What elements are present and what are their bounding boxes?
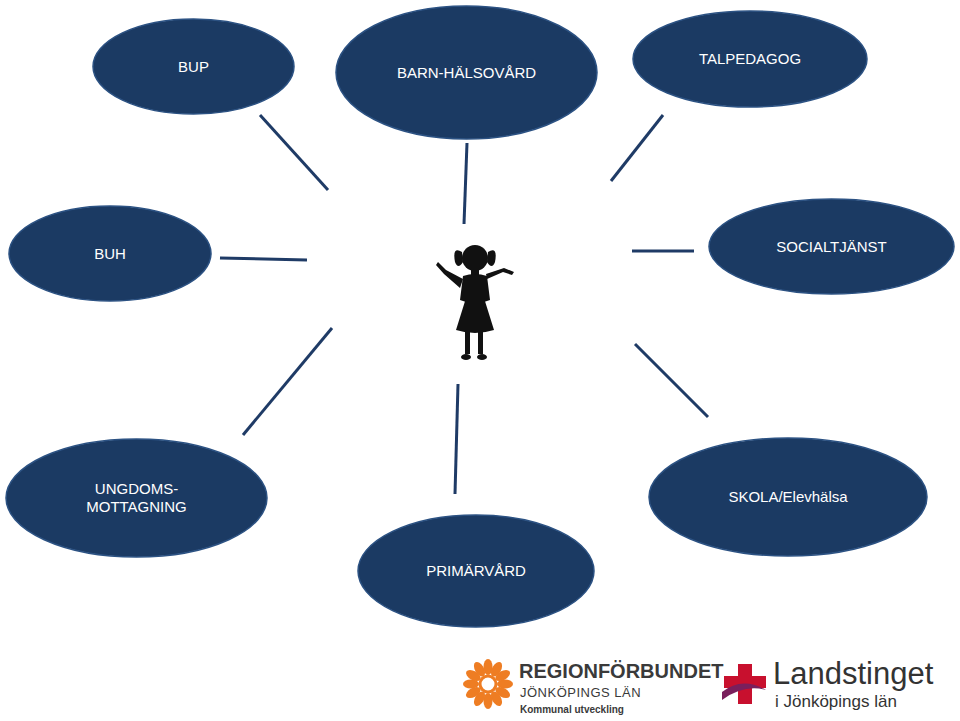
node-label: UNGDOMS- MOTTAGNING — [82, 480, 192, 516]
logo-text: Kommunal utveckling — [520, 704, 624, 715]
service-ellipse: BUP — [92, 18, 295, 115]
regionforbundet-logo — [463, 659, 513, 709]
service-ellipse: SOCIALTJÄNST — [708, 198, 955, 295]
service-ellipse: UNGDOMS- MOTTAGNING — [5, 438, 268, 558]
landstinget-logo — [722, 664, 766, 704]
node-label: BARN-HÄLSOVÅRD — [397, 64, 536, 82]
node-label: SOCIALTJÄNST — [776, 238, 887, 256]
service-ellipse: BUH — [8, 205, 212, 302]
service-ellipse: BARN-HÄLSOVÅRD — [335, 5, 598, 140]
service-ellipse: SKOLA/Elevhälsa — [648, 437, 928, 557]
node-label: BUH — [94, 245, 126, 263]
leader-lines — [220, 115, 708, 494]
logo-text: Landstinget — [773, 657, 933, 691]
node-label: TALPEDAGOG — [699, 50, 801, 68]
logo-text: i Jönköpings län — [775, 693, 897, 712]
service-ellipse: PRIMÄRVÅRD — [357, 514, 595, 628]
girl-silhouette — [436, 245, 514, 360]
service-ellipse: TALPEDAGOG — [632, 10, 868, 108]
logo-text: REGIONFÖRBUNDET — [519, 660, 723, 682]
logo-text: JÖNKÖPINGS LÄN — [520, 686, 641, 700]
node-label: SKOLA/Elevhälsa — [728, 488, 847, 506]
node-label: BUP — [178, 58, 209, 76]
node-label: PRIMÄRVÅRD — [426, 562, 526, 580]
